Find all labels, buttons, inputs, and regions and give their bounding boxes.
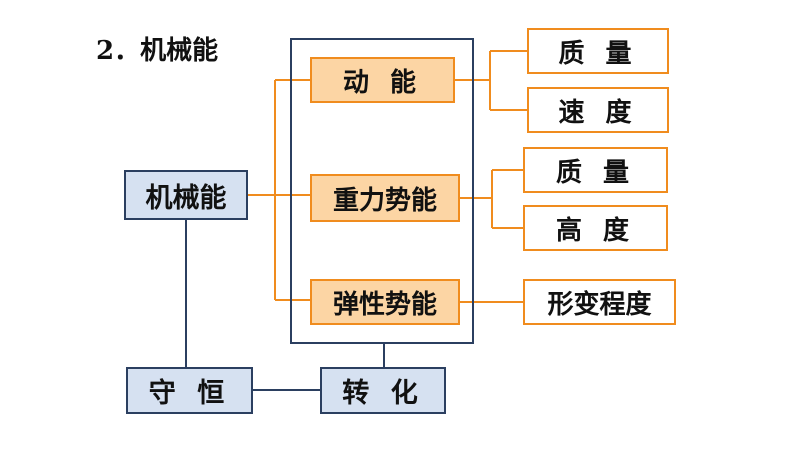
node-gravitational-factor-height: 高 度 xyxy=(523,205,668,251)
node-mechanical-energy: 机械能 xyxy=(124,170,248,220)
node-elastic-factor-deformation: 形变程度 xyxy=(523,279,676,325)
node-conservation: 守 恒 xyxy=(126,367,253,414)
gravitational-factors-connector xyxy=(460,169,523,229)
node-gravitational-factor-mass: 质 量 xyxy=(523,147,668,193)
energy-types-frame xyxy=(290,38,474,344)
conservation-conversion-connector xyxy=(185,220,385,391)
node-conversion: 转 化 xyxy=(320,367,446,414)
node-kinetic-factor-mass: 质 量 xyxy=(527,28,669,74)
node-kinetic-factor-speed: 速 度 xyxy=(527,87,669,133)
node-gravitational-potential-energy: 重力势能 xyxy=(310,174,460,222)
root-to-energy-connector xyxy=(248,79,310,301)
page-title: 2．机械能 xyxy=(96,36,219,66)
node-elastic-potential-energy: 弹性势能 xyxy=(310,279,460,325)
node-kinetic-energy: 动 能 xyxy=(310,57,455,103)
